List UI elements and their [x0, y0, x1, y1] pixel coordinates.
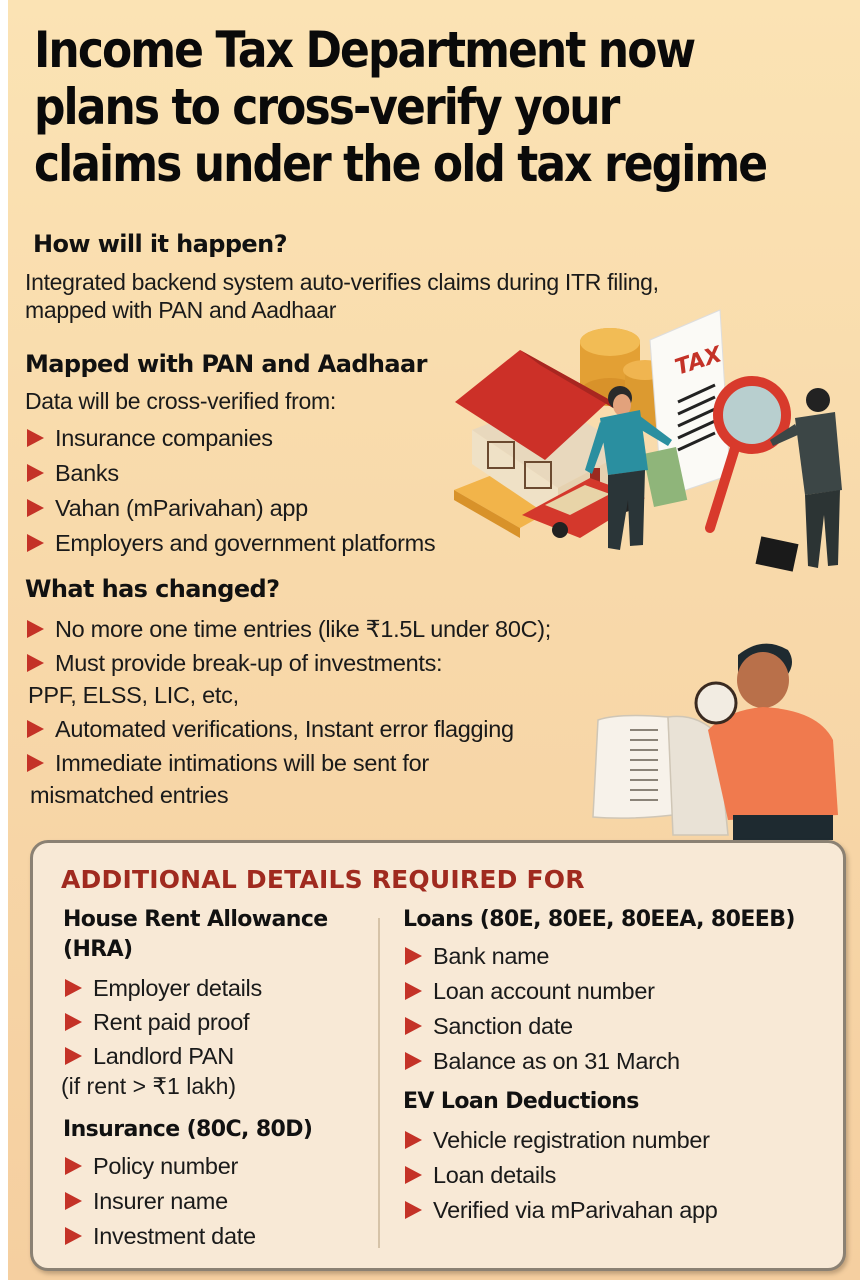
bullet-triangle-icon: [405, 1017, 422, 1035]
bullet-triangle-icon: [405, 1131, 422, 1149]
bullet-triangle-icon: [405, 1166, 422, 1184]
list-item: Employers and government platforms: [25, 526, 436, 561]
insurance-heading: Insurance (80C, 80D): [63, 1117, 313, 1142]
bullet-triangle-icon: [65, 1227, 82, 1245]
bullet-triangle-icon: [405, 982, 422, 1000]
list-item: Investment date: [63, 1219, 256, 1254]
receipt-review-illustration: [592, 643, 838, 840]
list-item: Insurer name: [63, 1184, 256, 1219]
additional-details-title: ADDITIONAL DETAILS REQUIRED FOR: [61, 865, 585, 894]
bullet-triangle-icon: [27, 534, 44, 552]
list-item: Vehicle registration number: [403, 1123, 718, 1158]
ev-loan-list: Vehicle registration number Loan details…: [403, 1123, 718, 1228]
list-item: Sanction date: [403, 1009, 680, 1044]
receipt-icon: [592, 714, 729, 836]
hra-list: Employer details Rent paid proof Landlor…: [63, 971, 262, 1073]
bullet-triangle-icon: [405, 1201, 422, 1219]
bullet-triangle-icon: [27, 499, 44, 517]
body-line: Integrated backend system auto-verifies …: [25, 269, 659, 295]
list-item: Rent paid proof: [63, 1005, 262, 1039]
changes-list: No more one time entries (like ₹1.5L und…: [25, 613, 551, 811]
insurance-list: Policy number Insurer name Investment da…: [63, 1149, 256, 1254]
bullet-triangle-icon: [27, 654, 44, 672]
additional-details-box: ADDITIONAL DETAILS REQUIRED FOR House Re…: [30, 840, 846, 1271]
headline-line: Income Tax Department now: [34, 21, 696, 79]
person-icon: [755, 388, 842, 572]
body-line: mapped with PAN and Aadhaar: [25, 297, 337, 323]
list-item: Loan account number: [403, 974, 680, 1009]
bullet-triangle-icon: [65, 1192, 82, 1210]
magnifying-glass-icon: [694, 681, 738, 725]
list-item: Banks: [25, 456, 435, 491]
headline-line: plans to cross-verify your: [34, 78, 620, 136]
data-sources-list: Insurance companies Banks Vahan (mPariva…: [25, 421, 436, 561]
list-item: No more one time entries (like ₹1.5L und…: [25, 613, 551, 645]
tax-verification-illustration: TAX: [454, 309, 842, 572]
list-item: Landlord PAN: [63, 1039, 262, 1073]
bullet-triangle-icon: [65, 979, 82, 997]
bullet-triangle-icon: [65, 1157, 82, 1175]
infographic-poster: Income Tax Department now plans to cross…: [8, 0, 860, 1280]
section-how-body: Integrated backend system auto-verifies …: [25, 268, 659, 324]
list-item: Insurance companies: [25, 421, 435, 456]
ev-loan-heading: EV Loan Deductions: [403, 1089, 639, 1114]
bullet-triangle-icon: [405, 947, 422, 965]
bullet-triangle-icon: [27, 754, 44, 772]
person-icon: [585, 386, 672, 550]
loans-heading: Loans (80E, 80EE, 80EEA, 80EEB): [403, 907, 795, 932]
hra-note: (if rent > ₹1 lakh): [61, 1073, 237, 1099]
list-item: Policy number: [63, 1149, 256, 1184]
section-how-title: How will it happen?: [33, 230, 287, 258]
section-changed-title: What has changed?: [25, 575, 280, 603]
headline: Income Tax Department now plans to cross…: [34, 21, 768, 193]
column-divider: [378, 918, 380, 1248]
bullet-triangle-icon: [65, 1013, 82, 1031]
list-item: Must provide break-up of investments:PPF…: [27, 650, 443, 708]
list-item: Bank name: [403, 939, 680, 974]
section-mapped-intro: Data will be cross-verified from:: [25, 388, 336, 414]
loans-list: Bank name Loan account number Sanction d…: [403, 939, 680, 1079]
list-item: Automated verifications, Instant error f…: [25, 713, 551, 745]
list-item: Verified via mParivahan app: [403, 1193, 718, 1228]
bullet-triangle-icon: [27, 620, 44, 638]
bullet-triangle-icon: [65, 1047, 82, 1065]
list-item: Loan details: [403, 1158, 718, 1193]
bullet-triangle-icon: [27, 464, 44, 482]
briefcase-icon: [755, 536, 799, 572]
list-item: Vahan (mParivahan) app: [25, 491, 435, 526]
list-item: Balance as on 31 March: [403, 1044, 680, 1079]
magnifying-glass-icon: [705, 376, 791, 533]
list-item: Employer details: [63, 971, 262, 1005]
headline-line: claims under the old tax regime: [34, 135, 768, 193]
hra-heading: House Rent Allowance (HRA): [63, 907, 328, 962]
section-mapped-title: Mapped with PAN and Aadhaar: [25, 350, 427, 378]
bullet-triangle-icon: [27, 720, 44, 738]
bullet-triangle-icon: [405, 1052, 422, 1070]
person-icon: [694, 643, 838, 840]
bullet-triangle-icon: [27, 429, 44, 447]
